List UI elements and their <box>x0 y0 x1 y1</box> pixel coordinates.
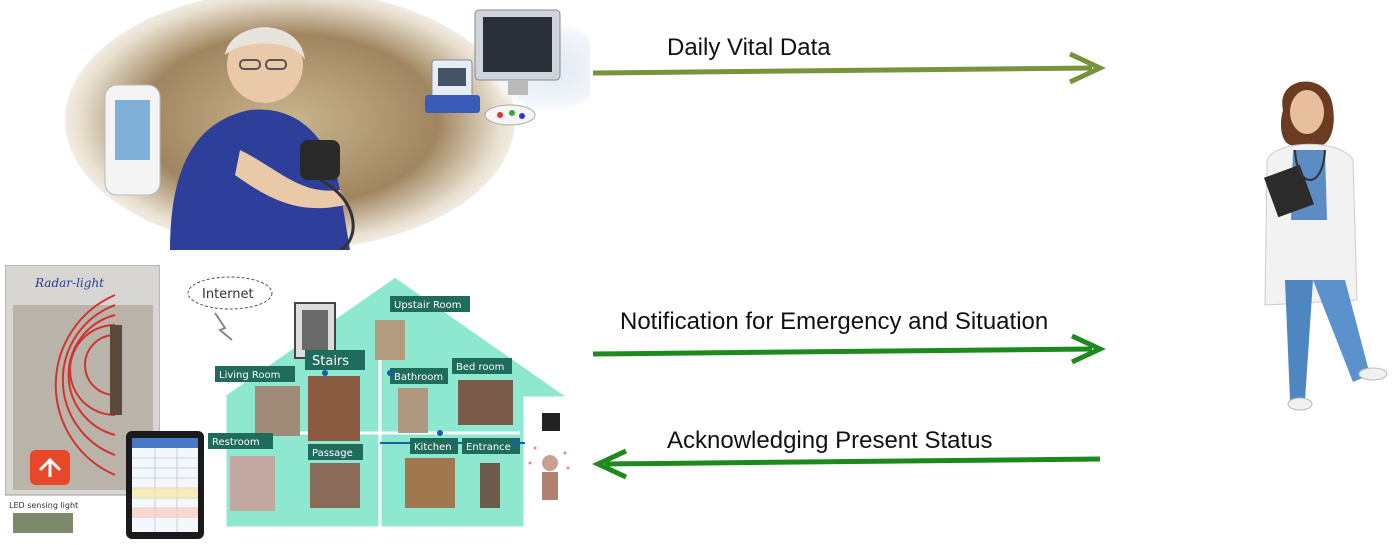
svg-text:Bed room: Bed room <box>456 362 504 373</box>
sensor-caption: LED sensing light <box>9 501 78 510</box>
internet-cloud: Internet <box>187 276 273 341</box>
room-tag-entrance: Entrance <box>462 438 520 454</box>
arrow-notification <box>592 333 1106 365</box>
sensor-panel-photo: Radar-light LED sensing light <box>4 264 161 535</box>
label-daily-vital-data: Daily Vital Data <box>667 34 831 61</box>
arrow-daily-vital-data <box>592 51 1106 85</box>
doctor-figure <box>1245 70 1395 415</box>
room-tag-kitchen: Kitchen <box>410 438 458 454</box>
svg-text:Restroom: Restroom <box>212 437 260 448</box>
smart-home-diagram: Internet Upstair Room Living Room Stairs <box>180 258 575 540</box>
patient-photo <box>60 0 600 252</box>
label-acknowledging: Acknowledging Present Status <box>667 427 993 454</box>
room-tag-stairs: Stairs <box>305 350 365 370</box>
visitor-figure <box>528 413 570 500</box>
arrow-acknowledging <box>592 448 1101 480</box>
svg-text:Passage: Passage <box>312 448 353 459</box>
svg-text:Living Room: Living Room <box>219 370 280 381</box>
svg-text:Upstair Room: Upstair Room <box>394 300 461 311</box>
svg-text:Kitchen: Kitchen <box>414 442 452 453</box>
room-tag-passage: Passage <box>308 444 363 460</box>
svg-text:Bathroom: Bathroom <box>394 372 443 383</box>
svg-text:Entrance: Entrance <box>466 442 511 453</box>
room-tag-upstair: Upstair Room <box>390 296 470 312</box>
tablet-device <box>125 430 205 540</box>
room-tag-living-room: Living Room <box>215 366 295 382</box>
internet-label: Internet <box>202 287 254 302</box>
svg-text:Stairs: Stairs <box>312 354 349 369</box>
room-tag-restroom: Restroom <box>208 433 273 449</box>
label-notification: Notification for Emergency and Situation <box>620 308 1049 335</box>
room-tag-bedroom: Bed room <box>452 358 512 374</box>
sensor-brand: Radar-light <box>34 276 104 290</box>
room-tag-bathroom: Bathroom <box>390 368 448 384</box>
